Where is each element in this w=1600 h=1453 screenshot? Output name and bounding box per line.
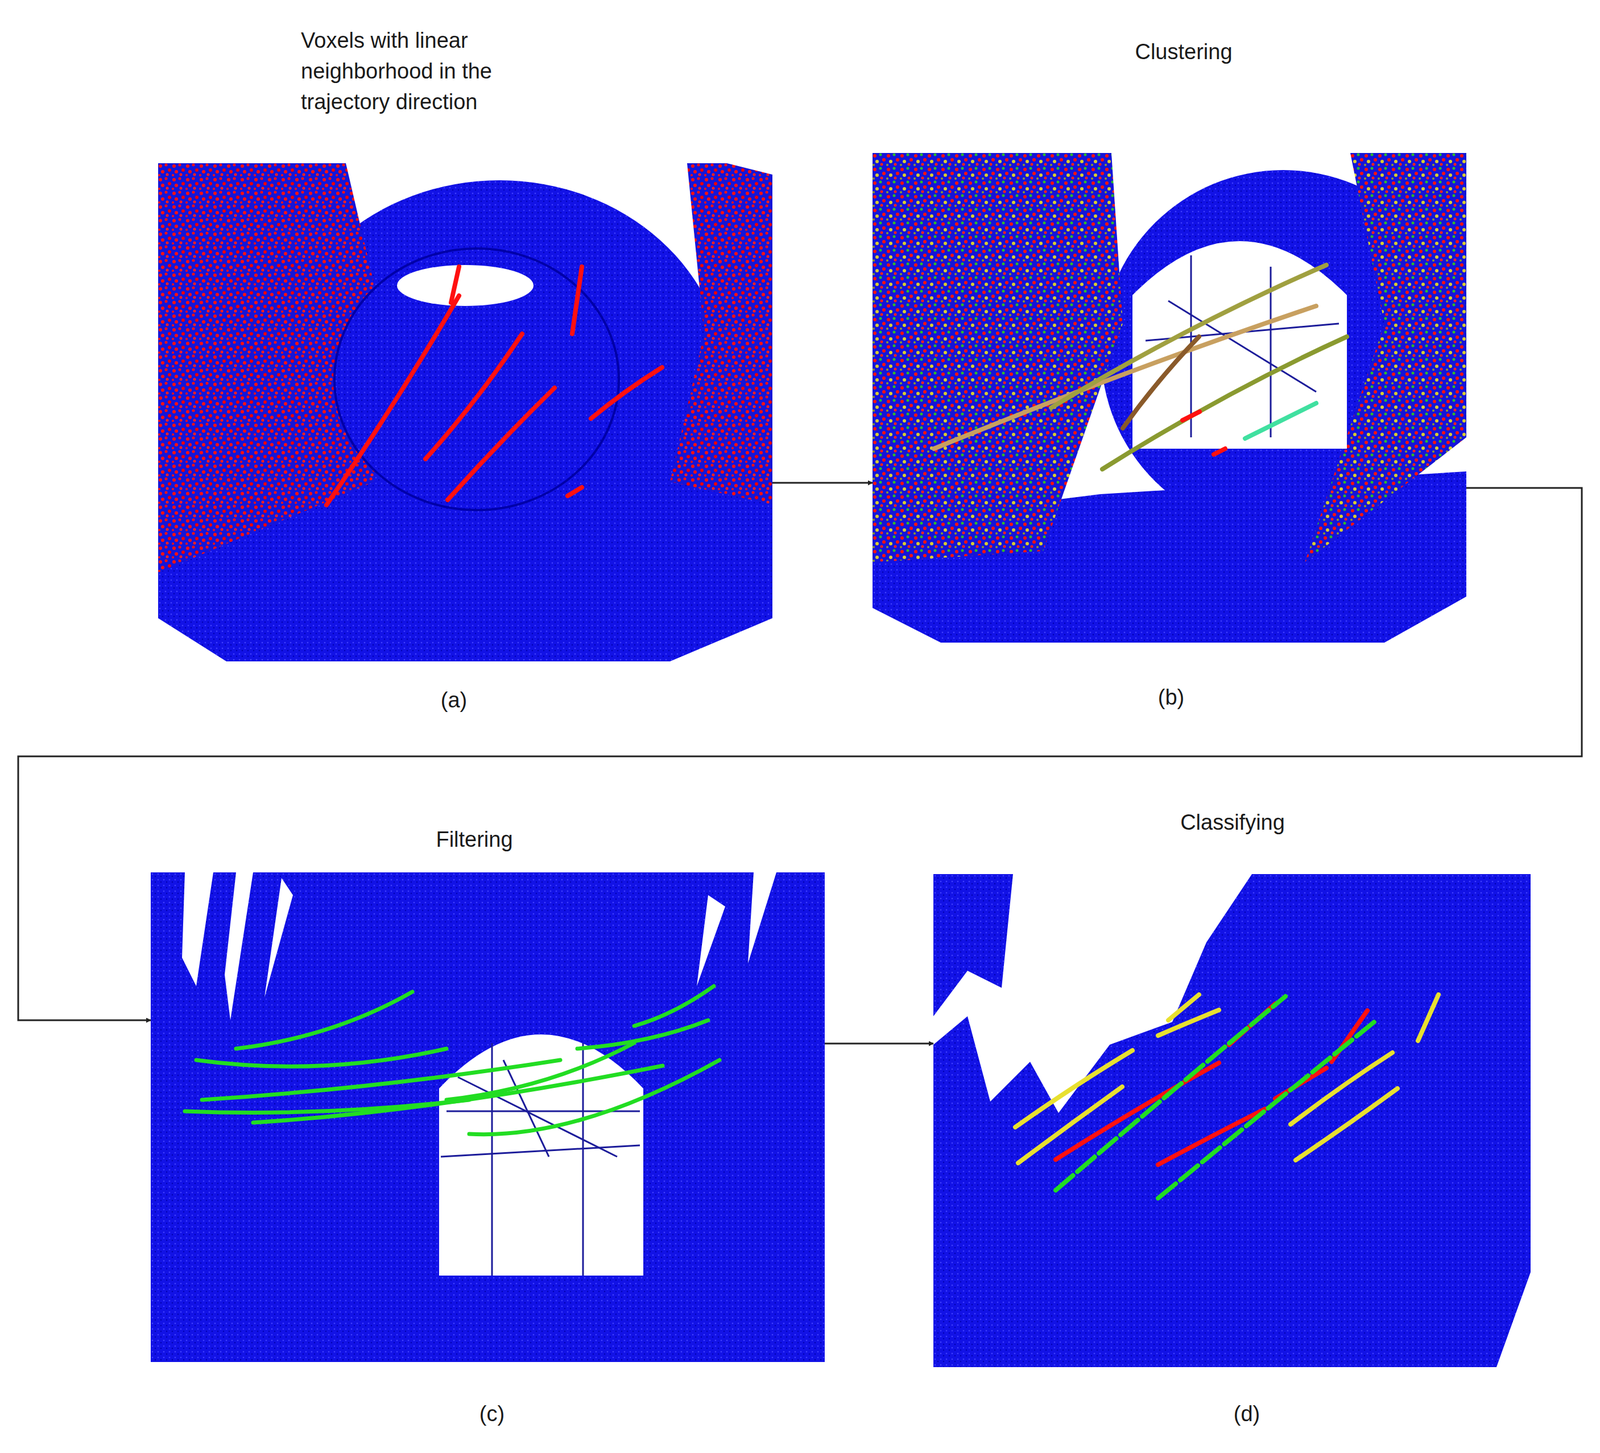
panel-b-cloud [872, 153, 1467, 643]
cloud-shape [1213, 448, 1226, 455]
cloud-shape [872, 153, 1123, 563]
cloud-shape [1015, 1050, 1133, 1128]
flow-arrow [824, 1043, 934, 1045]
cloud-shape [469, 1060, 720, 1135]
cloud-shape [1290, 1052, 1393, 1125]
cloud-shape [696, 895, 726, 987]
cloud-shape [425, 333, 523, 460]
cloud-shape [491, 1043, 494, 1276]
cloud-shape [1145, 255, 1339, 438]
cloud-shape [224, 872, 254, 1021]
cloud-shape [326, 295, 460, 506]
panel-label: (a) [368, 685, 540, 717]
panel-title: Clustering [1064, 36, 1304, 68]
flow-arrow [18, 488, 1582, 1021]
cloud-shape [572, 266, 582, 334]
figure-panel: Clustering (b) [872, 34, 1467, 746]
cloud-shape [397, 265, 534, 307]
panel-label: (d) [1161, 1399, 1333, 1430]
cloud-shape [1055, 996, 1286, 1191]
cloud-shape [236, 991, 413, 1049]
cloud-shape [451, 266, 460, 303]
cloud-shape [440, 1145, 640, 1157]
cloud-shape [933, 874, 1014, 1017]
flow-arrow [772, 482, 873, 485]
figure-panel: Voxels with linear neighborhood in the t… [158, 22, 773, 746]
cloud-shape [184, 986, 720, 1135]
cloud-shape [590, 367, 663, 419]
cloud-shape [446, 1043, 635, 1101]
cloud-shape [439, 1034, 644, 1276]
cloud-shape [1417, 994, 1439, 1041]
cloud-shape [1051, 265, 1327, 408]
cloud-shape [1295, 1088, 1398, 1161]
cloud-shape [1122, 336, 1200, 429]
cloud-shape [447, 387, 555, 500]
panel-title: Voxels with linear neighborhood in the t… [300, 25, 552, 118]
cloud-shape [634, 986, 714, 1027]
cloud-shape [933, 874, 1531, 1368]
cloud-shape [1158, 1019, 1378, 1199]
cloud-shape [182, 872, 777, 1021]
cloud-shape [264, 878, 293, 998]
cloud-shape [670, 163, 773, 505]
cloud-shape [334, 248, 619, 511]
cloud-shape [1158, 1010, 1219, 1036]
cloud-shape [933, 265, 1347, 470]
figure-panel: Filtering (c) [150, 819, 825, 1440]
cloud-shape [1168, 994, 1200, 1021]
panel-label: (b) [1085, 682, 1257, 714]
figure-panel: Classifying (d) [933, 801, 1531, 1440]
panel-d-cloud [933, 874, 1531, 1368]
panel-c-cloud [150, 872, 825, 1363]
cloud-shape [326, 266, 663, 506]
cloud-shape [567, 487, 582, 496]
cloud-shape [747, 872, 777, 964]
panel-title: Filtering [354, 824, 594, 856]
cloud-shape [1245, 403, 1317, 439]
cloud-shape [1015, 994, 1439, 1199]
panel-title: Classifying [1113, 807, 1353, 839]
panel-a-cloud [158, 163, 773, 662]
cloud-shape [196, 1048, 447, 1067]
cloud-shape [1182, 411, 1200, 421]
cloud-shape [182, 872, 214, 987]
cloud-shape [582, 1043, 585, 1276]
cloud-shape [503, 1060, 549, 1157]
panel-label: (c) [406, 1399, 578, 1430]
cloud-shape [150, 872, 825, 1363]
